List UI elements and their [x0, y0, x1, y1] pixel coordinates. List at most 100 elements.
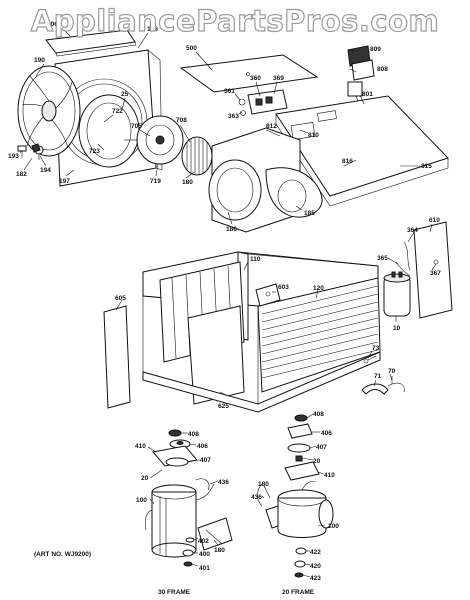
label-420: 420: [310, 563, 321, 570]
label-422: 422: [310, 549, 321, 556]
label-408-30: 408: [188, 431, 199, 438]
part-401-washer: [183, 561, 193, 567]
label-185: 185: [304, 210, 315, 217]
art-number-caption: (ART NO. WJ9200): [34, 551, 91, 558]
part-base-rail: [142, 351, 381, 413]
label-20-30: 20: [141, 475, 149, 482]
part-10-capacitor: [383, 271, 411, 317]
part-606-cover-strip: [45, 29, 137, 57]
label-408-20: 408: [313, 411, 324, 418]
label-401: 401: [199, 565, 210, 572]
part-70-clamp: [387, 376, 405, 393]
part-407-gasket-30: [165, 457, 189, 467]
label-708: 708: [176, 117, 187, 124]
part-20-terminal-20: [295, 455, 303, 462]
part-408-cap-30: [168, 429, 182, 437]
label-180-20: 180: [258, 481, 269, 488]
label-406-20: 406: [321, 430, 332, 437]
label-180-30: 180: [214, 547, 225, 554]
part-100-compressor-20: [277, 480, 334, 538]
label-406-30: 406: [197, 443, 208, 450]
part-193-clip: [17, 145, 27, 158]
label-186: 186: [226, 226, 237, 233]
part-180-mount-bracket-30: [197, 517, 233, 551]
label-723: 723: [89, 148, 100, 155]
part-360-control-board: [238, 89, 288, 116]
label-606: 606: [47, 21, 58, 28]
label-801: 801: [362, 91, 373, 98]
label-190: 190: [34, 57, 45, 64]
part-410-terminal-cover-20: [284, 461, 320, 481]
captions: (ART NO. WJ9200) 30 FRAME 20 FRAME: [34, 551, 315, 596]
label-605: 605: [115, 295, 126, 302]
part-815-base-pan: [275, 95, 449, 207]
label-110: 110: [250, 256, 261, 263]
label-369: 369: [273, 75, 284, 82]
part-402-grommet: [185, 537, 195, 543]
part-436-clip-20: [257, 483, 263, 507]
part-422-grommet: [295, 547, 307, 555]
part-420-spacer: [294, 560, 306, 568]
part-625-divider-panel: [187, 305, 245, 405]
part-365-wire: [395, 241, 411, 277]
label-610: 610: [429, 217, 440, 224]
label-120: 120: [313, 285, 324, 292]
part-100-compressor-30: [144, 483, 215, 558]
label-194: 194: [40, 167, 51, 174]
label-363: 363: [228, 113, 239, 120]
part-406-grommet-20: [287, 423, 313, 439]
part-605-side-panel: [103, 305, 131, 409]
part-400-spacer: [182, 549, 194, 557]
label-436-30: 436: [218, 479, 229, 486]
label-364: 364: [407, 227, 418, 234]
part-423-washer: [294, 572, 304, 578]
label-705: 705: [131, 123, 142, 130]
label-197: 197: [59, 178, 70, 185]
label-400: 400: [199, 551, 210, 558]
label-360: 360: [250, 75, 261, 82]
label-719: 719: [150, 178, 161, 185]
label-500: 500: [186, 45, 197, 52]
part-190-fan-blade: [17, 65, 81, 157]
label-625: 625: [218, 403, 229, 410]
label-812: 812: [266, 123, 277, 130]
part-719-fan-motor: [124, 115, 184, 165]
label-722: 722: [112, 108, 123, 115]
label-816: 816: [342, 158, 353, 165]
label-407-30: 407: [200, 457, 211, 464]
label-809: 809: [370, 46, 381, 53]
label-436-20: 436: [251, 494, 262, 501]
label-180: 180: [182, 179, 193, 186]
label-10: 10: [393, 325, 401, 332]
label-410-20: 410: [324, 472, 335, 479]
part-603-bracket: [255, 283, 281, 307]
part-408-cap-20: [294, 414, 308, 422]
part-809-switch: [347, 45, 375, 111]
label-100-30: 100: [136, 497, 147, 504]
part-120-condenser-coil: [257, 277, 381, 393]
part-71-strap: [361, 383, 389, 395]
label-815: 815: [421, 163, 432, 170]
label-100-20: 100: [328, 523, 339, 530]
label-367: 367: [430, 270, 441, 277]
part-186-blower-housing: [208, 127, 323, 233]
leader-lines: [19, 25, 437, 578]
label-423: 423: [310, 575, 321, 582]
label-196: 196: [147, 26, 158, 33]
label-407-20: 407: [316, 444, 327, 451]
label-182: 182: [16, 171, 27, 178]
part-labels: 606 196 500 809 808 190 25 360 369 361 3…: [8, 21, 441, 582]
label-193: 193: [8, 153, 19, 160]
label-71: 71: [374, 373, 382, 380]
part-722-scroll-ring: [78, 94, 140, 168]
part-180-blower-wheel: [181, 136, 213, 176]
label-73: 73: [372, 345, 380, 352]
label-603: 603: [278, 284, 289, 291]
part-73-screw: [363, 355, 377, 364]
part-500-top-cover: [179, 54, 319, 93]
label-365: 365: [377, 255, 388, 262]
part-194-screw: [31, 143, 41, 153]
part-407-gasket-20: [287, 443, 311, 453]
label-810: 810: [308, 132, 319, 139]
